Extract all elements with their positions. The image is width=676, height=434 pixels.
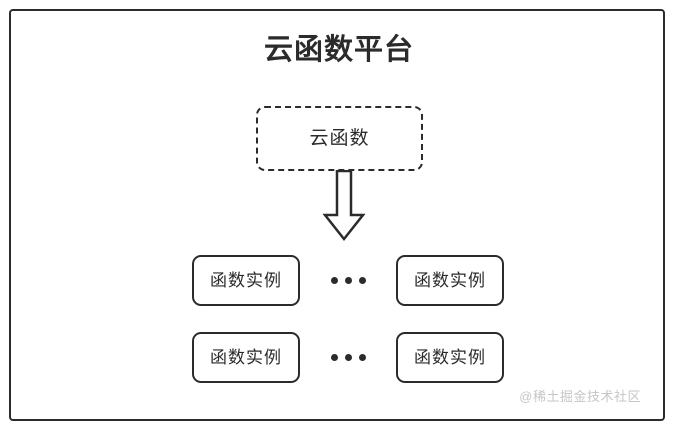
cloud-function-node[interactable]: 云函数 bbox=[256, 106, 423, 171]
ellipsis-dot-icon bbox=[358, 276, 366, 284]
ellipsis-dot-icon bbox=[330, 276, 338, 284]
ellipsis-dot-icon bbox=[358, 353, 366, 361]
function-instance-box[interactable]: 函数实例 bbox=[192, 331, 300, 383]
watermark-text: @稀土掘金技术社区 bbox=[519, 389, 641, 405]
instance-row-2: 函数实例 函数实例 bbox=[20, 331, 676, 383]
ellipsis-dot-icon bbox=[344, 276, 352, 284]
ellipsis-dot-icon bbox=[330, 353, 338, 361]
ellipsis-indicator bbox=[300, 255, 396, 306]
ellipsis-indicator bbox=[300, 332, 396, 383]
function-instance-label: 函数实例 bbox=[414, 270, 486, 290]
platform-container: 云函数平台 云函数 函数实例 函数实例 函数实例 bbox=[9, 9, 665, 421]
function-instance-label: 函数实例 bbox=[210, 270, 282, 290]
page-title: 云函数平台 bbox=[263, 34, 414, 66]
function-instance-box[interactable]: 函数实例 bbox=[192, 254, 300, 306]
instance-row-1: 函数实例 函数实例 bbox=[20, 254, 676, 306]
cloud-function-label: 云函数 bbox=[309, 128, 370, 149]
function-instance-label: 函数实例 bbox=[414, 347, 486, 367]
function-instance-label: 函数实例 bbox=[210, 347, 282, 367]
function-instance-box[interactable]: 函数实例 bbox=[396, 254, 504, 306]
function-instance-box[interactable]: 函数实例 bbox=[396, 331, 504, 383]
ellipsis-dot-icon bbox=[344, 353, 352, 361]
down-block-arrow-icon bbox=[321, 170, 367, 242]
